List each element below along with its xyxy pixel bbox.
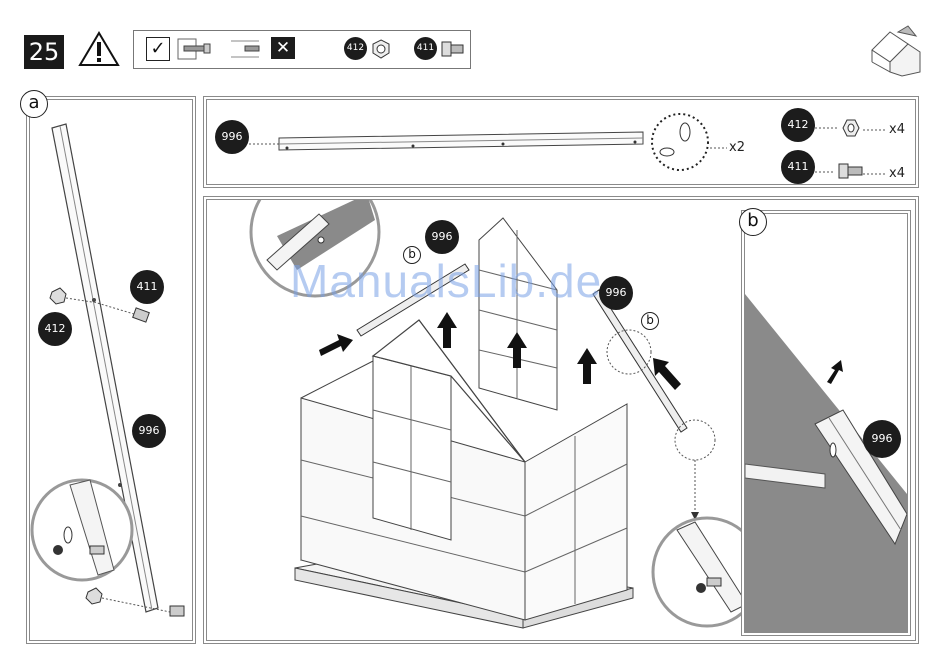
legend-box: ✓ ✕ 412 411 [133, 30, 471, 69]
panel-b: b 996 [741, 210, 911, 636]
part-badge-412: 412 [781, 108, 815, 142]
step-number: 25 [24, 35, 64, 69]
part-badge-996: 996 [425, 220, 459, 254]
bolt-icon [440, 38, 466, 60]
panel-a-drawing [30, 100, 192, 640]
check-icon: ✓ [146, 37, 170, 61]
part-badge-996: 996 [215, 120, 249, 154]
panel-b-letter: b [739, 208, 767, 236]
quantity-411: x4 [889, 166, 905, 181]
panel-a-letter: a [20, 90, 48, 118]
incorrect-bolt-icon [229, 37, 269, 61]
part-badge-411: 411 [130, 270, 164, 304]
part-badge-411: 411 [781, 150, 815, 184]
parts-panel: 996 x2 412 x4 411 x4 [203, 96, 919, 188]
part-badge-996: 996 [863, 420, 901, 458]
greenhouse-thumbnail-icon [868, 22, 924, 78]
part-badge-996: 996 [132, 414, 166, 448]
callout-b-marker: b [641, 312, 659, 330]
quantity-996: x2 [729, 140, 745, 155]
part-badge-412: 412 [38, 312, 72, 346]
warning-icon [78, 30, 120, 68]
part-badge-996: 996 [599, 276, 633, 310]
part-badge-411: 411 [414, 37, 437, 60]
quantity-412: x4 [889, 122, 905, 137]
nut-icon [370, 38, 392, 60]
cross-icon: ✕ [271, 37, 295, 59]
watermark: ManualsLib.de [290, 254, 602, 308]
part-badge-412: 412 [344, 37, 367, 60]
panel-a: a 411 412 996 [26, 96, 196, 644]
